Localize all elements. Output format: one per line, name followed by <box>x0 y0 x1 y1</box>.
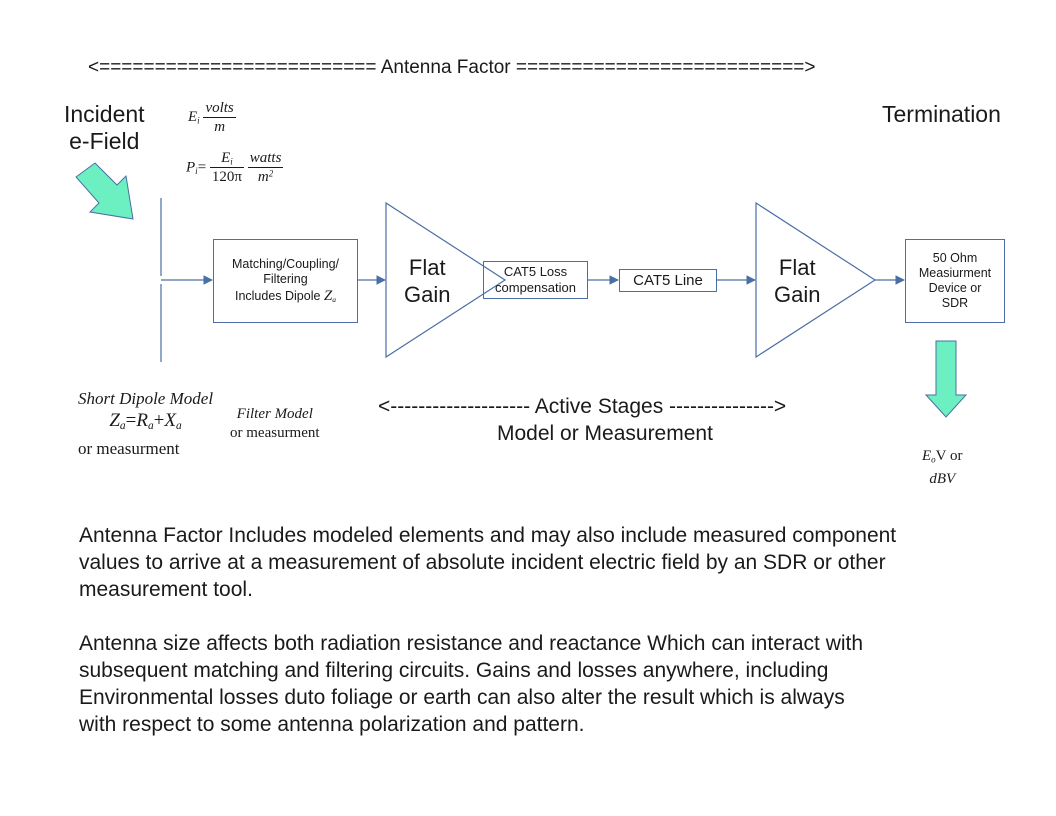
dipole-or-measurement: or measurment <box>78 439 180 458</box>
matching-line2: Filtering <box>263 272 308 286</box>
ei-num-symbol: E <box>221 150 231 166</box>
za-x-sub: a <box>175 419 182 432</box>
active-stages-label: <-------------------- Active Stages ----… <box>378 395 787 418</box>
matching-z-symbol: Z <box>323 288 333 304</box>
za-formula: Za=Ra+Xa <box>78 410 213 437</box>
ei-subscript: i <box>197 115 200 126</box>
short-dipole-title: Short Dipole Model <box>78 389 214 408</box>
output-e-sub: o <box>931 454 936 465</box>
filter-model: Filter Model or measurment <box>230 405 320 443</box>
incident-arrow-icon <box>75 162 134 220</box>
device-line2: Measiurment <box>918 266 992 280</box>
matching-line3: Includes Dipole Za <box>232 287 339 305</box>
antenna-factor-header: <========================= Antenna Facto… <box>88 57 816 78</box>
cat5-loss-line1: CAT5 Loss <box>503 264 568 280</box>
device-line3: Device or <box>928 281 982 295</box>
volts-per-meter-fraction: volts m <box>203 100 236 136</box>
watts-per-m2-fraction: watts m2 <box>247 150 284 186</box>
pi-symbol: P <box>186 159 196 176</box>
output-e: E <box>922 448 932 464</box>
m2-denominator: m2 <box>248 168 284 186</box>
matching-line3-text: Includes Dipole <box>234 289 324 303</box>
denominator-120pi: 120π <box>211 169 242 186</box>
za-plus: + <box>153 410 165 431</box>
cat5-loss-compensation-block: CAT5 Loss compensation <box>483 261 588 299</box>
flat-gain-1-label: Flat Gain <box>404 254 450 308</box>
flat-gain-2-label: Flat Gain <box>774 254 820 308</box>
watts-numerator: watts <box>247 150 284 168</box>
flat-gain-1-line2: Gain <box>404 282 451 307</box>
output-v-or: V or <box>935 448 963 464</box>
meter-denominator: m <box>214 118 226 135</box>
output-arrow-icon <box>924 340 968 418</box>
za-r-sub: a <box>147 419 154 432</box>
za-z-sub: a <box>119 419 126 432</box>
flat-gain-2-line2: Gain <box>774 282 821 307</box>
flat-gain-1-triangle <box>385 201 507 359</box>
matching-z-subscript: a <box>332 294 337 304</box>
cat5-line-block: CAT5 Line <box>619 269 717 292</box>
za-r: R <box>136 410 148 431</box>
flat-gain-2-triangle <box>755 201 877 359</box>
ei-over-120pi-fraction: Ei 120π <box>209 150 244 186</box>
paragraph-antenna-factor: Antenna Factor Includes modeled elements… <box>79 524 897 601</box>
incident-label-line1: Incident <box>64 101 145 127</box>
incident-power-formula: Pi= Ei 120π watts m2 <box>186 150 284 186</box>
output-voltage-label: EoV or dBV <box>922 446 962 489</box>
m2-exponent: 2 <box>268 168 274 179</box>
filter-model-title: Filter Model <box>236 406 313 422</box>
za-z: Z <box>109 410 120 431</box>
volts-numerator: volts <box>203 100 236 118</box>
incident-field-formula: Ei volts m <box>188 100 236 136</box>
za-equals: = <box>125 410 137 431</box>
za-x: X <box>164 410 176 431</box>
output-dbv: dBV <box>929 471 956 488</box>
cat5-loss-line2: compensation <box>495 280 576 295</box>
output-line1: EoV or <box>922 446 962 469</box>
device-line4: SDR <box>941 296 969 310</box>
incident-label-line2: e-Field <box>69 128 140 154</box>
short-dipole-model: Short Dipole Model Za=Ra+Xa <box>78 388 213 437</box>
paragraph-antenna-size: Antenna size affects both radiation resi… <box>79 632 864 736</box>
matching-coupling-filtering-block: Matching/Coupling/ Filtering Includes Di… <box>213 239 358 323</box>
incident-e-field-label: Incident e-Field <box>64 101 145 155</box>
termination-label: Termination <box>882 101 1001 127</box>
matching-line1: Matching/Coupling/ <box>231 257 339 271</box>
model-or-measurement-label: Model or Measurement <box>497 422 713 445</box>
pi-equals: = <box>197 159 207 176</box>
device-line1: 50 Ohm <box>932 251 978 265</box>
flat-gain-1-line1: Flat <box>408 255 446 280</box>
ei-symbol: E <box>188 109 198 126</box>
measurement-device-block: 50 Ohm Measiurment Device or SDR <box>905 239 1005 323</box>
ei-num-subscript: i <box>230 156 233 167</box>
flat-gain-2-line1: Flat <box>778 255 816 280</box>
m2-base: m <box>257 168 269 185</box>
pi-subscript: i <box>195 165 198 176</box>
ei-numerator: Ei <box>209 150 244 169</box>
filter-or-measurement: or measurment <box>230 425 320 441</box>
